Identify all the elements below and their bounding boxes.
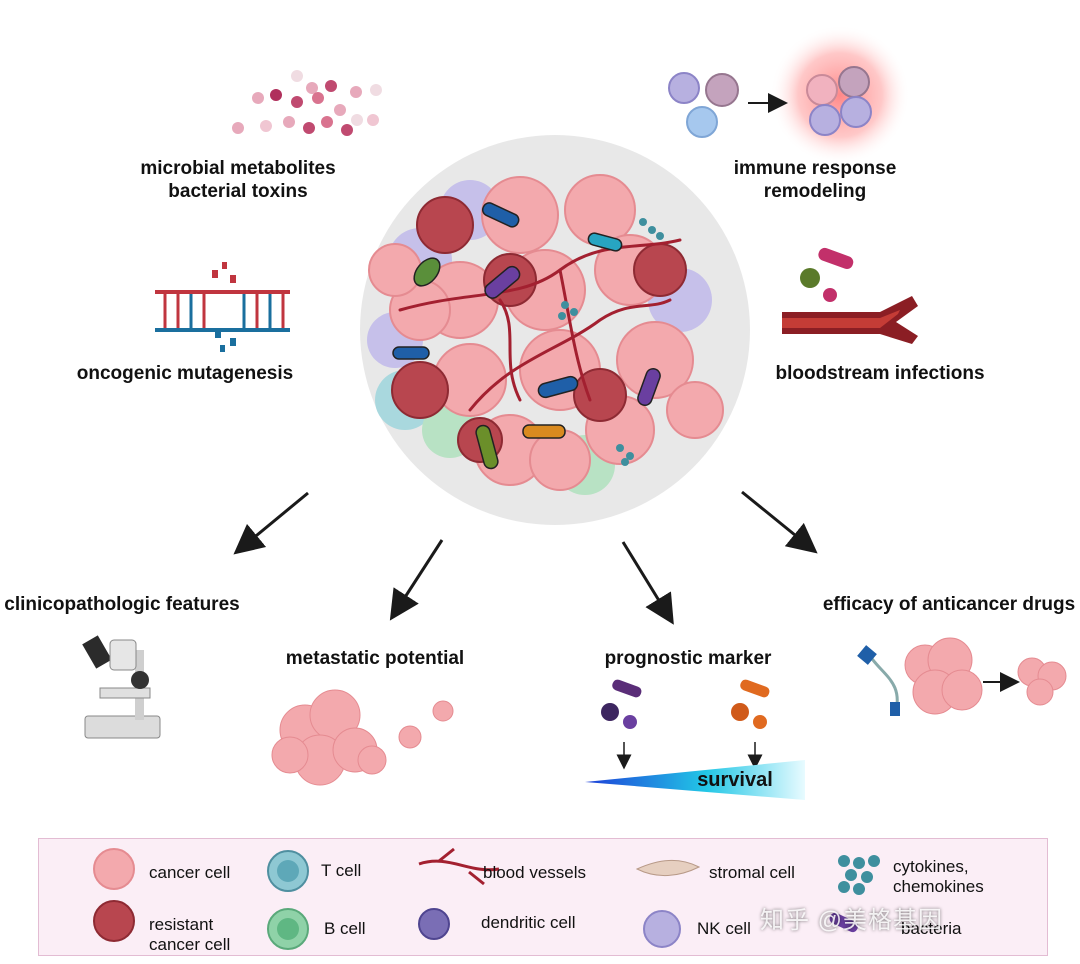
legend-t-cell: T cell: [321, 861, 362, 880]
immune-label-line2: remodeling: [763, 181, 867, 202]
legend-nk-cell: NK cell: [697, 919, 751, 938]
legend-cytokines-line2: chemokines: [893, 877, 984, 896]
survival-label: survival: [697, 769, 773, 791]
stromal-cell-icon: [635, 859, 701, 877]
immune-remodeling-illustration: [668, 25, 910, 165]
prognostic-label: prognostic marker: [604, 648, 772, 669]
cancer-cell-icon: [93, 848, 135, 890]
metabolites-label-line1: microbial metabolites: [140, 158, 336, 179]
nk-cell-icon: [643, 910, 681, 948]
metastatic-label: metastatic potential: [285, 648, 465, 669]
metabolites-label: microbial metabolites bacterial toxins: [118, 157, 358, 203]
legend-icons: [93, 847, 880, 950]
drug-efficacy-illustration: [857, 637, 1067, 716]
bloodstream-label: bloodstream infections: [775, 363, 985, 384]
legend-resistant-line2: cancer cell: [149, 935, 231, 954]
outcome-arrows: [233, 490, 818, 625]
legend-resistant-line1: resistant: [149, 915, 214, 934]
legend-b-cell: B cell: [324, 919, 366, 938]
metabolites-illustration: [232, 70, 382, 136]
cytokines-icon: [838, 855, 880, 895]
legend-cancer-cell: cancer cell: [149, 863, 231, 882]
legend-blood-vessels: blood vessels: [483, 863, 587, 882]
dendritic-cell-icon: [418, 908, 450, 940]
immune-label-line1: immune response: [733, 158, 897, 179]
microscope-illustration: [82, 635, 161, 739]
legend-dendritic-cell: dendritic cell: [481, 913, 576, 932]
legend: cancer cell resistant cancer cell T cell…: [38, 838, 1048, 956]
watermark: 知乎 @美格基因: [760, 907, 944, 934]
bacteria-icon: [829, 912, 859, 933]
legend-cytokines-line1: cytokines,: [893, 857, 969, 876]
prognostic-illustration: [585, 679, 805, 800]
legend-bacteria: bacteria: [901, 919, 962, 938]
mutagenesis-label: oncogenic mutagenesis: [76, 363, 294, 384]
resistant-cancer-cell-icon: [93, 900, 135, 942]
tumor-microenvironment: [360, 135, 750, 525]
legend-stromal-cell: stromal cell: [709, 863, 795, 882]
bloodstream-illustration: [782, 247, 918, 344]
clinicopathologic-label: clinicopathologic features: [4, 594, 240, 615]
metastasis-illustration: [271, 689, 454, 786]
dna-mutation-illustration: [155, 262, 290, 352]
blood-vessels-icon: [418, 847, 500, 886]
efficacy-label: efficacy of anticancer drugs: [822, 594, 1076, 615]
metabolites-label-line2: bacterial toxins: [168, 181, 308, 202]
immune-label: immune response remodeling: [700, 157, 930, 203]
